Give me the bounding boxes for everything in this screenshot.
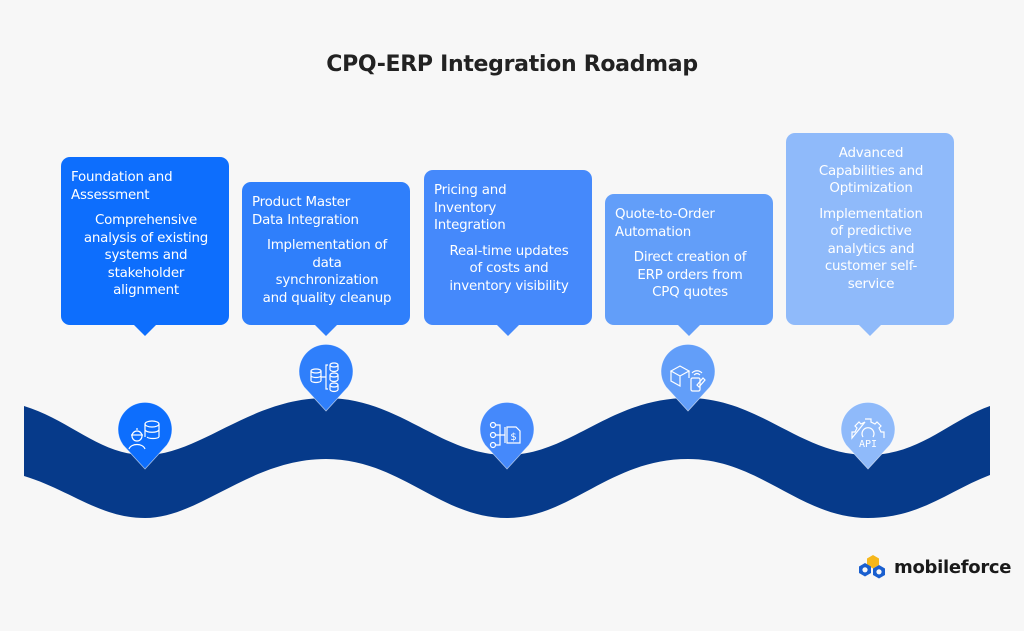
pin-marker [840,401,896,470]
pin-foundation [117,401,173,470]
api-gear-icon: API [851,418,885,450]
phase-card-pricing-inventory: Pricing and Inventory Integration Real-t… [424,170,592,336]
phase-description: Real-time updates of costs and inventory… [449,243,569,294]
svg-text:API: API [859,439,877,450]
phase-card-product-master-data: Product Master Data Integration Implemen… [242,182,410,336]
phase-heading: Product Master Data Integration [252,195,359,228]
phase-card-foundation: Foundation and Assessment Comprehensive … [61,157,229,336]
engineer-database-icon [128,420,160,450]
phase-description: Direct creation of ERP orders from CPQ q… [633,250,747,300]
phase-heading: Advanced Capabilities and Optimization [818,146,924,196]
pin-advanced-capabilities: API [840,401,896,470]
phase-description: Implementation of data synchronization a… [262,238,392,306]
svg-text:$: $ [510,432,516,443]
phase-card-advanced-capabilities: Advanced Capabilities and Optimization I… [786,133,954,336]
mobileforce-logo-icon [859,555,885,579]
phase-card-quote-to-order: Quote-to-Order Automation Direct creatio… [605,194,773,336]
pin-quote-to-order [660,343,716,412]
logo-text: mobileforce [894,556,1012,578]
pin-pricing-inventory: $ [479,401,535,470]
phase-description: Implementation of predictive analytics a… [819,206,923,292]
phase-heading: Quote-to-Order Automation [615,207,715,240]
pin-product-master-data [298,343,354,412]
package-tablet-icon [669,365,706,392]
database-sync-icon [310,362,339,393]
pricing-flow-icon: $ [489,421,521,449]
page-title: CPQ-ERP Integration Roadmap [326,52,698,77]
phase-heading: Foundation and Assessment [71,170,173,203]
mobileforce-logo: mobileforce [858,554,1012,580]
pin-marker [660,343,716,412]
phase-description: Comprehensive analysis of existing syste… [83,213,209,298]
phase-heading: Pricing and Inventory Integration [434,183,507,233]
